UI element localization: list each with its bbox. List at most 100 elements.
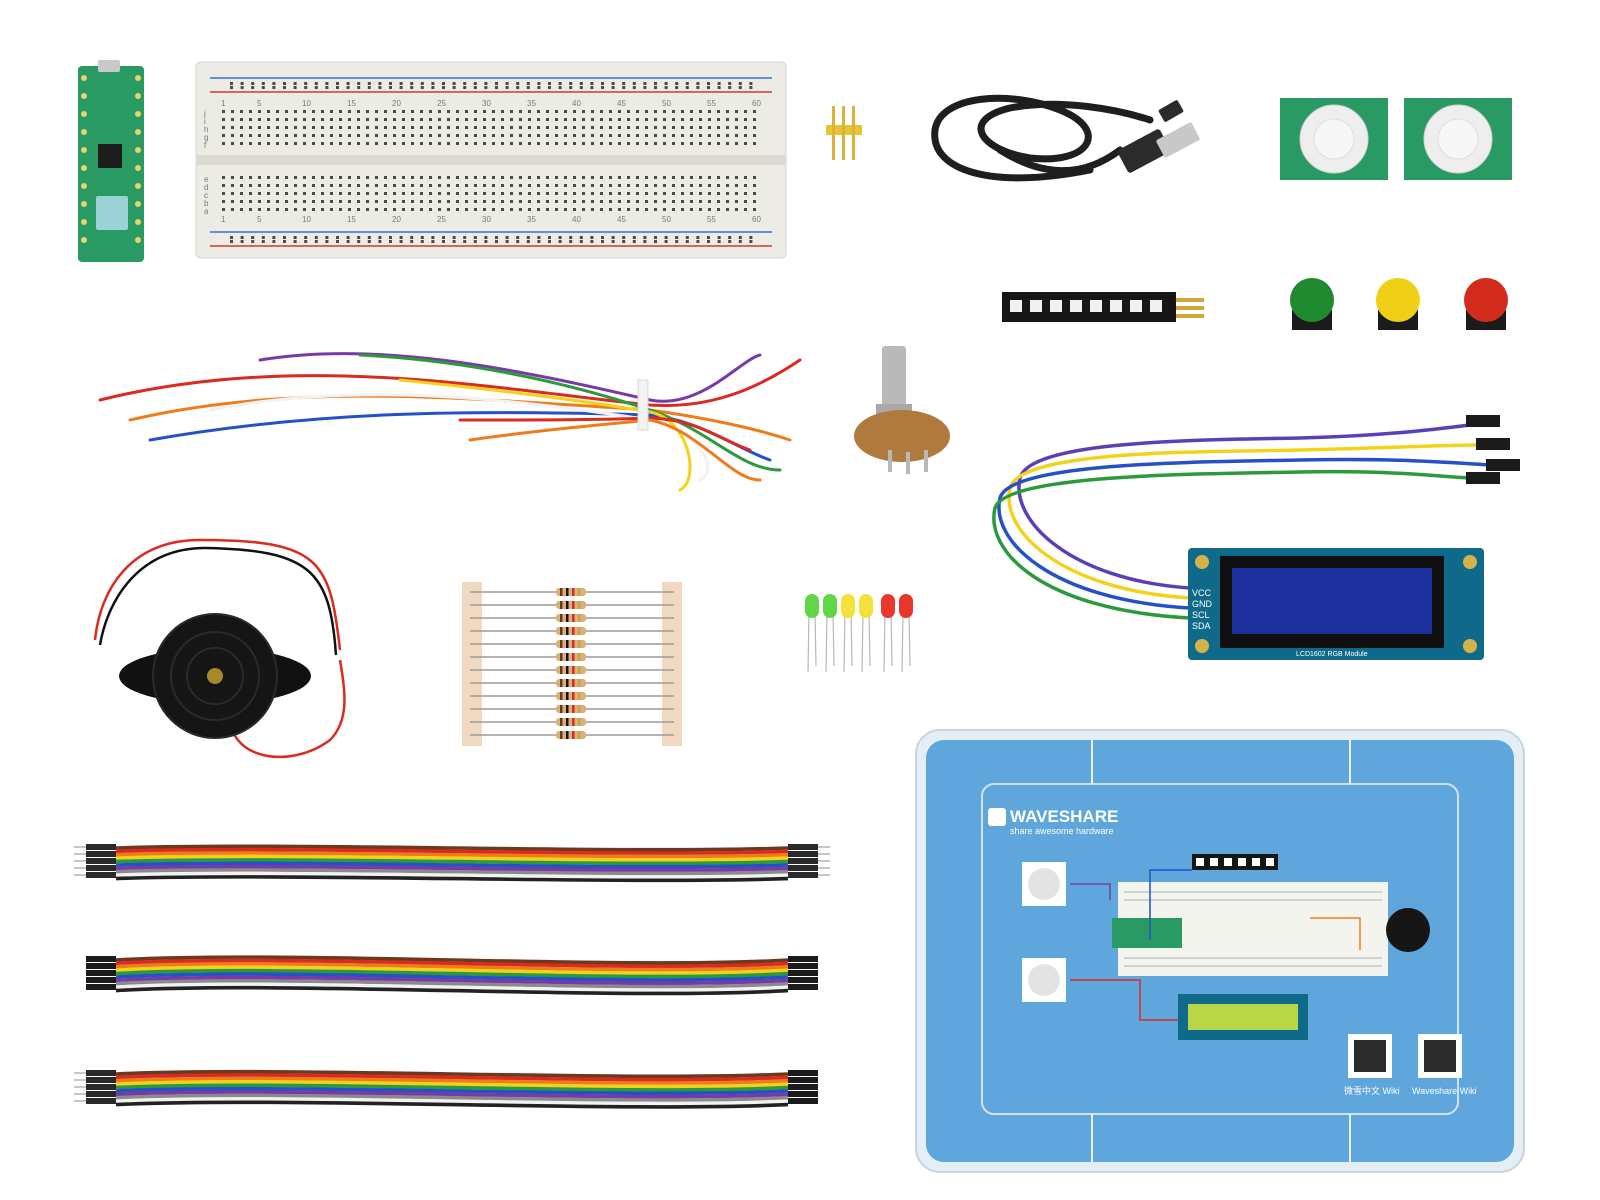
- led: [805, 594, 819, 618]
- jumper-wire-bundle: [98, 352, 802, 492]
- breadboard-column-number: 1: [221, 99, 226, 108]
- ribbon-connector: [788, 1091, 818, 1097]
- ribbon-cable-2: [86, 955, 818, 996]
- breadboard-column-number: 30: [482, 215, 491, 224]
- waveshare-logo: WAVESHARE share awesome hardware: [988, 807, 1118, 836]
- ribbon-connector: [86, 851, 116, 857]
- breadboard-row-letter: d: [204, 183, 208, 192]
- push-button-red: [1464, 278, 1508, 330]
- breadboard-column-number: 50: [662, 99, 671, 108]
- lcd1602-module: VCC GND SCL SDA LCD1602 RGB Module: [1188, 548, 1484, 660]
- push-button-yellow: [1376, 278, 1420, 330]
- buzzer: [93, 538, 346, 759]
- ribbon-connector: [788, 984, 818, 990]
- breadboard-column-number: 10: [302, 215, 311, 224]
- ribbon-connector: [86, 956, 116, 962]
- usb-cable: [931, 94, 1154, 182]
- ribbon-connector: [86, 1077, 116, 1083]
- breadboard-column-number: 25: [437, 215, 446, 224]
- ribbon-connector: [86, 984, 116, 990]
- breadboard-row-letter: h: [204, 125, 208, 134]
- rp2040-chip: [98, 144, 122, 168]
- breadboard-column-number: 35: [527, 99, 536, 108]
- ribbon-connector: [788, 844, 818, 850]
- lcd-pin-label: VCC: [1192, 588, 1212, 598]
- ribbon-connector: [788, 970, 818, 976]
- ribbon-connector: [788, 1084, 818, 1090]
- box-pico: [1112, 918, 1182, 948]
- breadboard-row-letter: b: [204, 199, 209, 208]
- ribbon-connector: [86, 872, 116, 878]
- ribbon-connector: [86, 1070, 116, 1076]
- usb-port: [98, 60, 120, 72]
- ribbon-connector: [86, 1091, 116, 1097]
- brand-name: WAVESHARE: [1010, 807, 1118, 826]
- breadboard-column-number: 45: [617, 215, 626, 224]
- pico-w-board: [78, 60, 144, 262]
- lcd-module-label: LCD1602 RGB Module: [1296, 651, 1368, 658]
- dupont-connectors: [1466, 415, 1520, 484]
- breadboard-column-number: 30: [482, 99, 491, 108]
- brand-tagline: share awesome hardware: [1010, 826, 1114, 836]
- breadboard-column-number: 10: [302, 99, 311, 108]
- breadboard-column-number: 20: [392, 99, 401, 108]
- ribbon-connector: [86, 865, 116, 871]
- pir-sensor-2: [1404, 98, 1512, 180]
- ribbon-connector: [86, 977, 116, 983]
- breadboard-row-letter: g: [204, 133, 208, 142]
- ribbon-connector: [788, 977, 818, 983]
- breadboard-row-letter: i: [204, 117, 206, 126]
- breadboard-row-letter: j: [203, 109, 206, 118]
- ribbon-connector: [86, 1098, 116, 1104]
- ribbon-connector: [788, 1077, 818, 1083]
- breadboard-row-letter: f: [204, 141, 207, 150]
- wireless-module: [96, 196, 128, 230]
- ribbon-connector: [86, 970, 116, 976]
- led: [899, 594, 913, 618]
- push-button-green: [1290, 278, 1334, 330]
- ribbon-cable-1: [74, 844, 830, 883]
- ribbon-connector: [86, 844, 116, 850]
- led: [859, 594, 873, 618]
- qr-left-label: 微雪中文 Wiki: [1344, 1085, 1400, 1096]
- breadboard-column-number: 35: [527, 215, 536, 224]
- lcd-pin-label: GND: [1192, 599, 1213, 609]
- breadboard-column-number: 40: [572, 215, 581, 224]
- ribbon-connector: [788, 858, 818, 864]
- breadboard-column-number: 25: [437, 99, 446, 108]
- breadboard-row-letter: a: [204, 207, 209, 216]
- breadboard-column-number: 45: [617, 99, 626, 108]
- pir-sensor-1: [1280, 98, 1388, 180]
- resistor-strip: [462, 582, 682, 746]
- box-led-strip: [1192, 854, 1278, 870]
- breadboard-column-number: 5: [257, 215, 262, 224]
- breadboard-column-number: 55: [707, 99, 716, 108]
- ribbon-connector: [86, 858, 116, 864]
- ribbon-connector: [788, 1098, 818, 1104]
- ribbon-connector: [788, 872, 818, 878]
- ribbon-connector: [788, 956, 818, 962]
- ribbon-connector: [788, 1070, 818, 1076]
- ribbon-connector: [86, 963, 116, 969]
- rgb-led-strip: [1002, 292, 1204, 322]
- breadboard-row-letter: e: [204, 175, 209, 184]
- breadboard-column-number: 15: [347, 99, 356, 108]
- ribbon-connector: [788, 851, 818, 857]
- pin-header: [826, 106, 862, 160]
- breadboard-column-number: 60: [752, 215, 761, 224]
- ribbon-connector: [788, 963, 818, 969]
- lcd-pin-label: SCL: [1192, 610, 1210, 620]
- breadboard-column-number: 1: [221, 215, 226, 224]
- qr-right-label: Waveshare Wiki: [1412, 1086, 1477, 1096]
- micro-usb-plug: [1158, 100, 1184, 122]
- led: [841, 594, 855, 618]
- potentiometer: [854, 346, 950, 474]
- breadboard-column-number: 60: [752, 99, 761, 108]
- led-set: [805, 594, 913, 673]
- led: [881, 594, 895, 618]
- breadboard: 1155101015152020252530303535404045455050…: [195, 61, 787, 259]
- breadboard-row-letter: c: [204, 191, 208, 200]
- breadboard-column-number: 15: [347, 215, 356, 224]
- breadboard-column-number: 5: [257, 99, 262, 108]
- breadboard-column-number: 20: [392, 215, 401, 224]
